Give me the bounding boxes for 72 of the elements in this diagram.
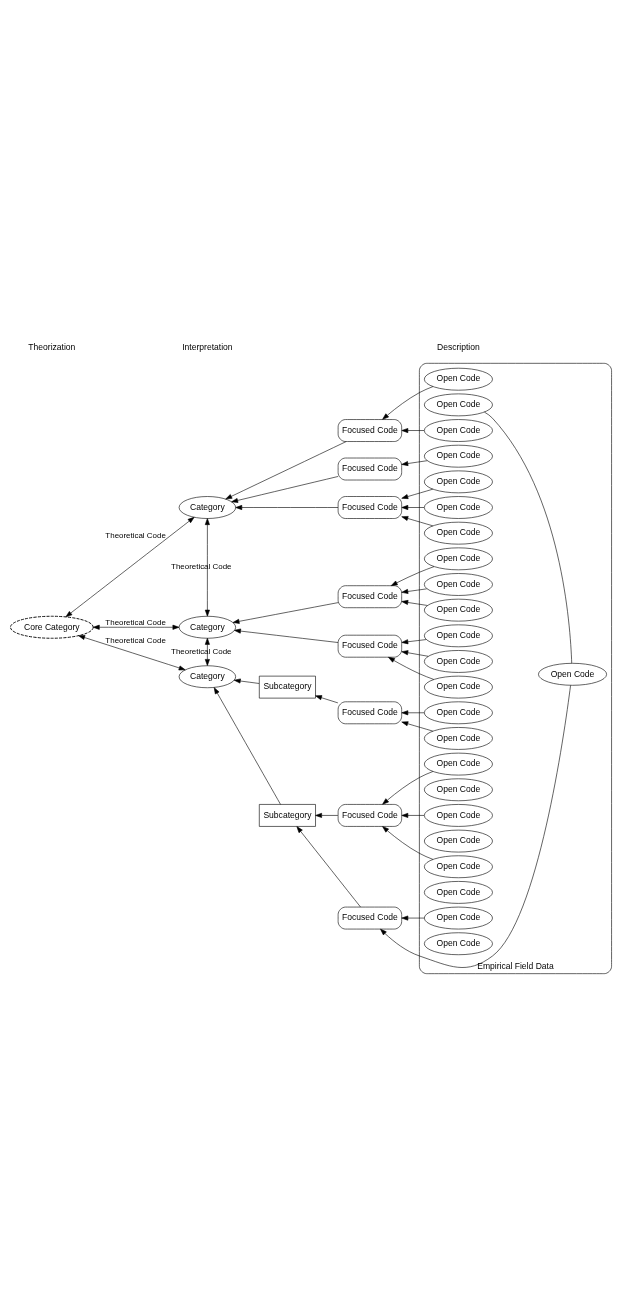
label: Interpretation xyxy=(182,341,233,352)
node-box: Subcategory xyxy=(259,803,316,827)
node-ellipse: Open Code xyxy=(424,649,493,673)
node-box: Subcategory xyxy=(259,675,316,698)
node-ellipse: Open Code xyxy=(424,393,493,416)
node-ellipse: Open Code xyxy=(424,777,493,801)
arrow xyxy=(315,694,339,703)
arrow xyxy=(401,915,425,920)
arrow xyxy=(65,516,195,617)
arrow xyxy=(401,599,428,606)
node-ellipse: Open Code xyxy=(424,418,493,442)
arrow xyxy=(401,515,434,526)
arrow xyxy=(213,686,281,805)
node-ellipse: Open Code xyxy=(424,521,493,544)
node-ellipse: Open Code xyxy=(424,726,493,750)
arrow xyxy=(401,638,427,644)
node-box: Focused Code xyxy=(337,495,402,519)
arrow xyxy=(401,588,428,594)
node-box: Focused Code xyxy=(337,584,402,608)
node-ellipse: Open Code xyxy=(424,624,493,647)
node-ellipse: Open Code xyxy=(538,662,607,686)
arrow xyxy=(296,825,361,907)
arrow xyxy=(204,517,210,616)
node-box: Focused Code xyxy=(337,906,402,929)
node-ellipse: Open Code xyxy=(424,495,493,519)
node-ellipse: Open Code xyxy=(424,931,493,955)
arrow xyxy=(204,637,210,666)
node-box: Focused Code xyxy=(337,701,402,724)
node-ellipse: Open Code xyxy=(424,367,493,390)
arrow xyxy=(382,825,434,860)
node-ellipse: Open Code xyxy=(424,752,493,775)
node-ellipse: Open Code xyxy=(424,701,493,724)
arrow xyxy=(225,440,347,499)
arrow xyxy=(231,475,339,503)
node-ellipse: Open Code xyxy=(424,547,493,570)
arrow xyxy=(401,812,425,818)
arrow xyxy=(235,504,339,510)
arrow xyxy=(382,770,434,805)
arrow xyxy=(401,720,434,731)
arrow xyxy=(390,565,435,586)
node-ellipse: Open Code xyxy=(424,598,493,621)
arrow xyxy=(401,459,428,466)
arrow xyxy=(401,504,425,510)
arrow xyxy=(401,709,425,715)
arrow xyxy=(388,656,435,680)
node-ellipse: Open Code xyxy=(424,572,493,596)
node-ellipse: Open Code xyxy=(424,444,493,467)
node-ellipse: Open Code xyxy=(424,906,493,929)
node-box: Focused Code xyxy=(337,634,402,657)
node-ellipse: Open Code xyxy=(424,803,493,827)
arrow xyxy=(78,634,186,670)
node-ellipse: Open Code xyxy=(424,854,493,878)
arrow xyxy=(401,488,434,499)
arrow xyxy=(315,812,339,818)
node-box: Focused Code xyxy=(337,803,402,827)
arrow xyxy=(401,427,425,433)
node-ellipse: Open Code xyxy=(424,470,493,493)
node-box: Focused Code xyxy=(337,457,402,480)
arrow xyxy=(380,684,571,968)
node-ellipse: Category xyxy=(178,615,236,639)
arrow xyxy=(234,628,339,643)
node-box: Focused Code xyxy=(337,418,402,442)
arrow xyxy=(382,385,434,420)
arrow xyxy=(232,601,339,624)
label: Description xyxy=(437,341,480,352)
label: Theorization xyxy=(28,341,76,352)
arrow xyxy=(92,624,180,630)
node-ellipse: Open Code xyxy=(424,880,493,904)
arrow xyxy=(401,649,429,657)
arrow xyxy=(233,678,260,684)
node-ellipse: Open Code xyxy=(424,675,493,698)
node-ellipse: Open Code xyxy=(424,829,493,852)
